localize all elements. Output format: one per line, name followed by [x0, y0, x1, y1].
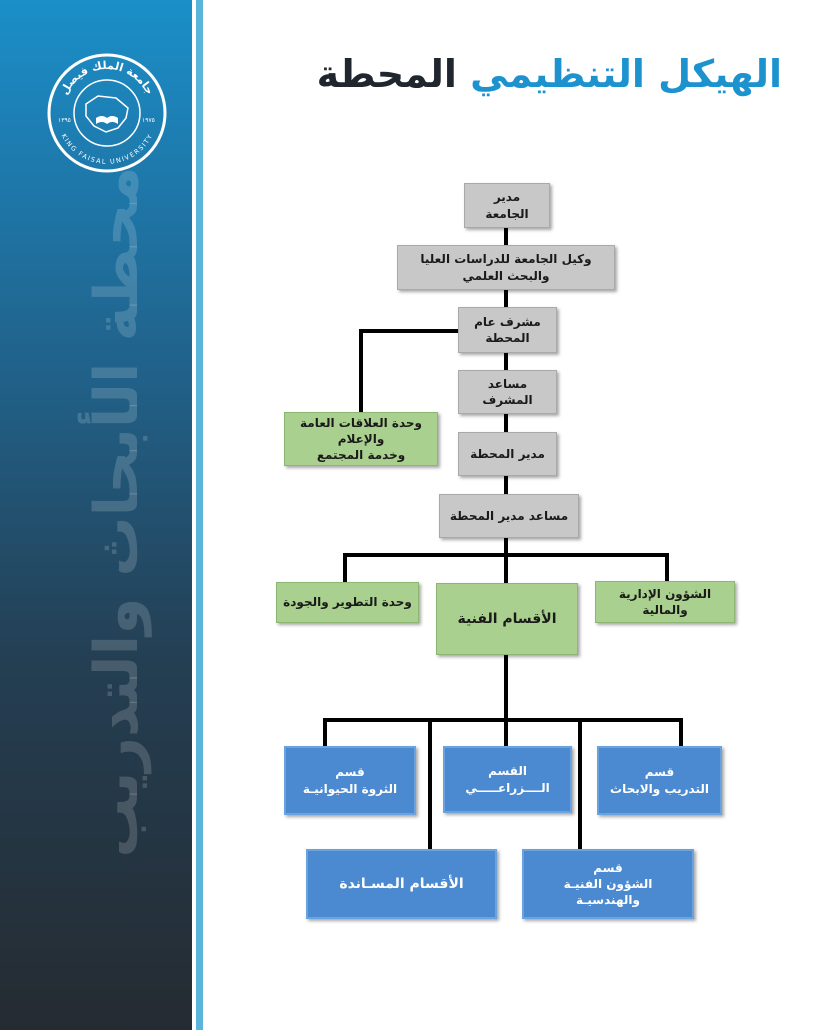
- book-icon: [96, 116, 118, 124]
- box-development-unit: وحدة التطوير والجودة: [276, 582, 419, 623]
- box-dept-agriculture: القسم الــــزراعـــــي: [443, 746, 572, 813]
- box-vice-president: وكيل الجامعة للدراسات العليا والبحث العل…: [397, 245, 615, 290]
- box-support-departments: الأقسام المسـاندة: [306, 849, 497, 919]
- box-label: التدريب والابحاث: [610, 781, 709, 796]
- sidebar: [0, 0, 192, 1030]
- box-assistant-director: مساعد مدير المحطة: [439, 494, 579, 538]
- box-label: وحدة العلاقات العامة والإعلام: [299, 415, 422, 446]
- logo-year-right: ١٩٧٥: [142, 117, 155, 124]
- page-title: الهيكل التنظيمي المحطة: [317, 52, 782, 96]
- box-technical-departments: الأقسام الفنية: [436, 583, 578, 655]
- box-label: وحدة التطوير والجودة: [283, 595, 412, 610]
- box-label: القسم: [488, 764, 527, 779]
- box-label: الثروة الحيوانيـة: [302, 781, 398, 796]
- box-assistant-supervisor: مساعد المشرف: [458, 370, 557, 414]
- title-part1: الهيكل التنظيمي: [470, 52, 782, 96]
- box-label: الــــزراعـــــي: [465, 780, 550, 795]
- box-admin-affairs: الشؤون الإدارية والمالية: [595, 581, 735, 623]
- box-label: مدير المحطة: [470, 446, 545, 461]
- box-label: مساعد مدير المحطة: [449, 508, 569, 523]
- box-label: وكيل الجامعة للدراسات العليا والبحث العل…: [420, 252, 592, 283]
- box-dept-livestock: قسم الثروة الحيوانيـة: [284, 746, 416, 815]
- box-dept-training: قسم التدريب والابحاث: [597, 746, 722, 815]
- box-station-director: مدير المحطة: [458, 432, 557, 476]
- map-icon: [85, 95, 129, 133]
- box-label: قسم: [335, 765, 365, 780]
- box-label: وخدمة المجتمع: [316, 448, 406, 463]
- box-label: مشرف عام: [474, 314, 541, 329]
- box-label: مساعد المشرف: [482, 376, 533, 407]
- box-dept-engineering: قسم الشؤون الفنيـة والهندسيـة: [522, 849, 694, 919]
- box-label: المحطة: [485, 331, 530, 345]
- logo-year-left: ١٣٩٥: [58, 117, 71, 124]
- box-label: مدير الجامعة: [485, 190, 529, 221]
- box-university-director: مدير الجامعة: [464, 183, 550, 228]
- box-label: قسم: [593, 860, 623, 875]
- box-pr-unit: وحدة العلاقات العامة والإعلام وخدمة المج…: [284, 412, 438, 466]
- sidebar-accent-line: [196, 0, 203, 1030]
- box-general-supervisor: مشرف عام المحطة: [458, 307, 557, 353]
- box-label: الشؤون الفنيـة والهندسيـة: [563, 876, 653, 908]
- box-label: قسم: [644, 765, 675, 780]
- box-label: الشؤون الإدارية والمالية: [618, 586, 712, 617]
- box-label: الأقسام المسـاندة: [339, 875, 464, 892]
- university-logo: جامعة الملك فيصل KING FAISAL UNIVERSITY …: [47, 53, 167, 173]
- box-label: الأقسام الفنية: [457, 610, 557, 627]
- title-part2: المحطة: [316, 52, 457, 96]
